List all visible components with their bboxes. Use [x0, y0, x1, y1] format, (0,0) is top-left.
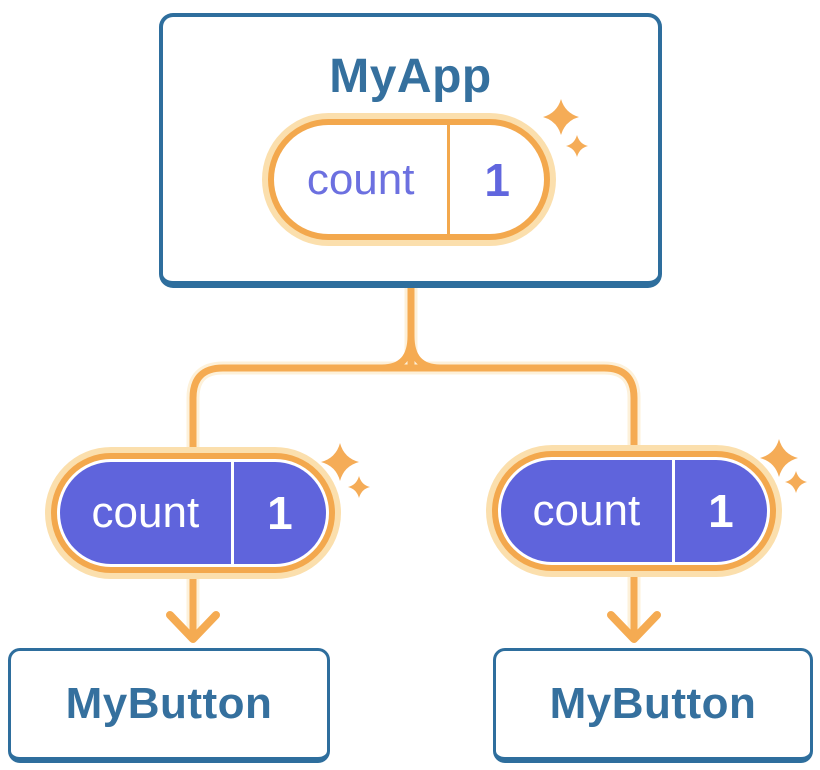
arrow-down-icon: [166, 611, 220, 643]
state-pill-ring: count 1: [268, 119, 550, 240]
state-label: count: [306, 154, 415, 204]
state-pill-ring: count 1: [492, 451, 776, 571]
pill-divider: [447, 125, 451, 234]
state-label: count: [532, 486, 641, 535]
pill-divider: [230, 462, 234, 564]
branch-frame-line: [189, 364, 638, 637]
arrow-down-icon: [607, 611, 661, 643]
component-title: MyButton: [549, 679, 757, 728]
state-pill: count 1: [45, 447, 341, 579]
component-title: MyApp: [329, 50, 492, 103]
component-title: MyButton: [65, 679, 273, 728]
child-component-card: MyButton: [493, 648, 813, 763]
state-value: 1: [708, 485, 734, 537]
sparkle-icon: [321, 443, 370, 498]
child-component-card: MyButton: [8, 648, 330, 763]
state-value: 1: [267, 487, 293, 539]
state-pill: count 1: [486, 445, 782, 577]
sparkle-icon: [543, 99, 588, 157]
state-label: count: [91, 488, 200, 537]
state-pill: count 1: [262, 113, 556, 246]
state-pill-ring: count 1: [51, 453, 335, 573]
fork-fillet-right: [407, 332, 444, 372]
state-value: 1: [484, 153, 510, 206]
pill-divider: [671, 460, 675, 562]
root-component-card: MyApp count 1: [159, 13, 662, 288]
sparkle-icon: [760, 439, 807, 493]
